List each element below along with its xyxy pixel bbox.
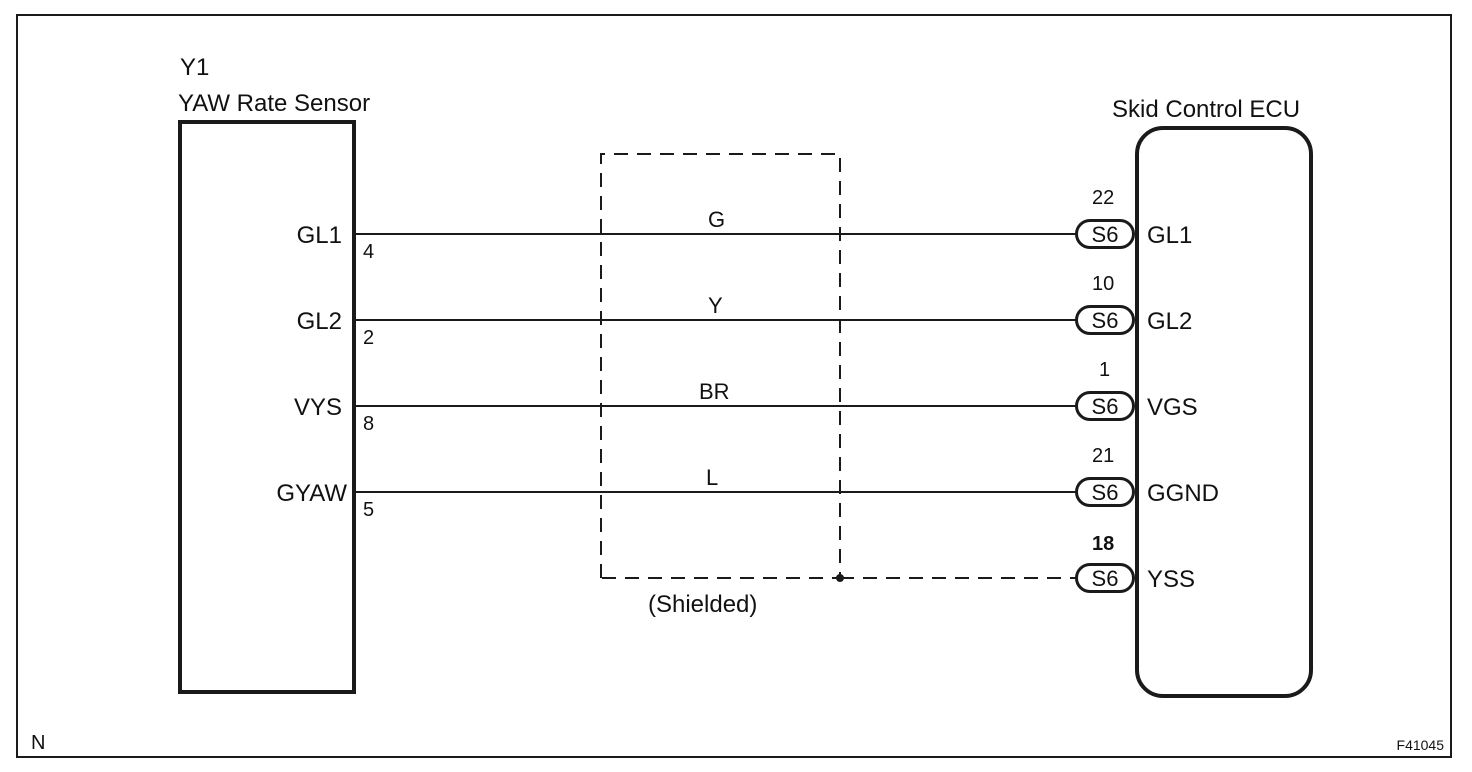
- ecu-pin-number: 1: [1099, 359, 1111, 381]
- ecu-terminal-name: GGND: [1147, 480, 1219, 507]
- sensor-pin-number: 8: [363, 413, 375, 435]
- shield-label: (Shielded): [648, 591, 758, 618]
- ecu-pin-number: 21: [1092, 445, 1115, 467]
- sensor-name: YAW Rate Sensor: [178, 90, 371, 117]
- sensor-terminal-name: GYAW: [276, 480, 347, 507]
- yaw-rate-sensor-box: [178, 120, 356, 694]
- sensor-terminal-name: GL1: [296, 222, 342, 249]
- shield-outline: [600, 153, 841, 579]
- ecu-terminal-name: YSS: [1147, 566, 1196, 593]
- wire-color-label: Y: [708, 293, 723, 318]
- sensor-pin-number: 5: [363, 499, 375, 521]
- wire-color-label: G: [708, 207, 726, 232]
- sensor-pin-number: 2: [363, 327, 375, 349]
- ecu-terminal-name: VGS: [1147, 394, 1198, 421]
- figure-id: F41045: [1396, 737, 1444, 753]
- corner-label: N: [31, 732, 46, 754]
- skid-control-ecu-box: [1135, 126, 1313, 698]
- connector-plug: S6: [1075, 305, 1135, 335]
- connector-plug: S6: [1075, 219, 1135, 249]
- wire-color-label: L: [706, 465, 719, 490]
- connector-plug: S6: [1075, 391, 1135, 421]
- shield-junction-dot: [836, 574, 844, 582]
- sensor-pin-number: 4: [363, 241, 375, 263]
- ecu-name: Skid Control ECU: [1112, 96, 1301, 123]
- ecu-pin-number: 18: [1092, 533, 1115, 555]
- wire-color-label: BR: [699, 379, 730, 404]
- ecu-pin-number: 10: [1092, 273, 1115, 295]
- ecu-terminal-name: GL2: [1147, 308, 1193, 335]
- ecu-pin-number: 22: [1092, 187, 1115, 209]
- sensor-terminal-name: GL2: [296, 308, 342, 335]
- connector-plug: S6: [1075, 563, 1135, 593]
- ecu-terminal-name: GL1: [1147, 222, 1193, 249]
- connector-plug: S6: [1075, 477, 1135, 507]
- diagram-frame: [16, 14, 1452, 758]
- sensor-terminal-name: VYS: [293, 394, 342, 421]
- sensor-code: Y1: [180, 54, 210, 81]
